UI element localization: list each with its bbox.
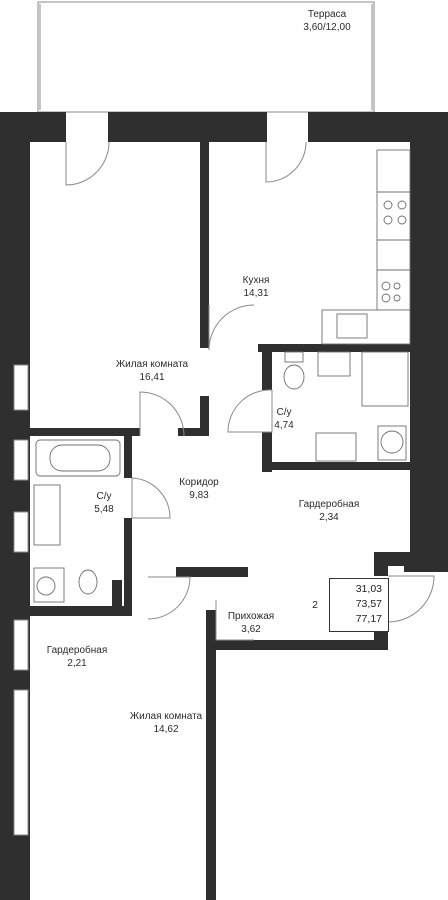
room-label-terrace: Терраса 3,60/12,00 (303, 8, 350, 34)
room-area: 5,48 (94, 504, 114, 515)
rooms-count: 2 (312, 599, 318, 611)
room-label-corridor: Коридор 9,83 (179, 476, 219, 502)
room-label-bathroom-1: С/у 4,74 (274, 406, 293, 432)
room-area: 3,60/12,00 (303, 22, 351, 33)
room-name: Прихожая (227, 611, 275, 622)
room-label-bathroom-2: С/у 5,48 (94, 490, 113, 516)
room-name: Кухня (242, 275, 270, 286)
total-area-with-terrace: 77,17 (355, 613, 382, 625)
room-label-living-room-1: Жилая комната 16,41 (116, 358, 188, 384)
room-name: Коридор (179, 477, 219, 488)
room-area: 2,21 (67, 658, 87, 669)
room-area: 3,62 (241, 624, 261, 635)
room-area: 16,41 (139, 372, 165, 383)
room-name: Жилая комната (129, 711, 203, 722)
room-area: 2,34 (319, 512, 339, 523)
windows (13, 364, 29, 836)
room-area: 14,31 (243, 288, 269, 299)
room-name: С/у (276, 407, 292, 418)
room-label-entrance-hall: Прихожая 3,62 (228, 610, 274, 636)
room-label-kitchen: Кухня 14,31 (243, 274, 270, 300)
area-summary-box: 2 31,03 73,57 77,17 (312, 578, 389, 632)
fixtures (33, 149, 411, 603)
room-name: Гардеробная (298, 499, 360, 510)
room-label-wardrobe-2: Гардеробная 2,21 (47, 644, 108, 670)
room-name: Гардеробная (46, 645, 108, 656)
total-area: 73,57 (355, 598, 382, 610)
room-area: 9,83 (189, 490, 209, 501)
living-area: 31,03 (355, 583, 382, 595)
room-name: С/у (96, 491, 112, 502)
room-label-wardrobe-1: Гардеробная 2,34 (299, 498, 360, 524)
room-area: 4,74 (274, 420, 294, 431)
room-area: 14,62 (153, 724, 179, 735)
room-name: Жилая комната (115, 359, 189, 370)
room-label-living-room-2: Жилая комната 14,62 (130, 710, 202, 736)
doors (65, 141, 435, 641)
room-name: Терраса (307, 9, 347, 20)
